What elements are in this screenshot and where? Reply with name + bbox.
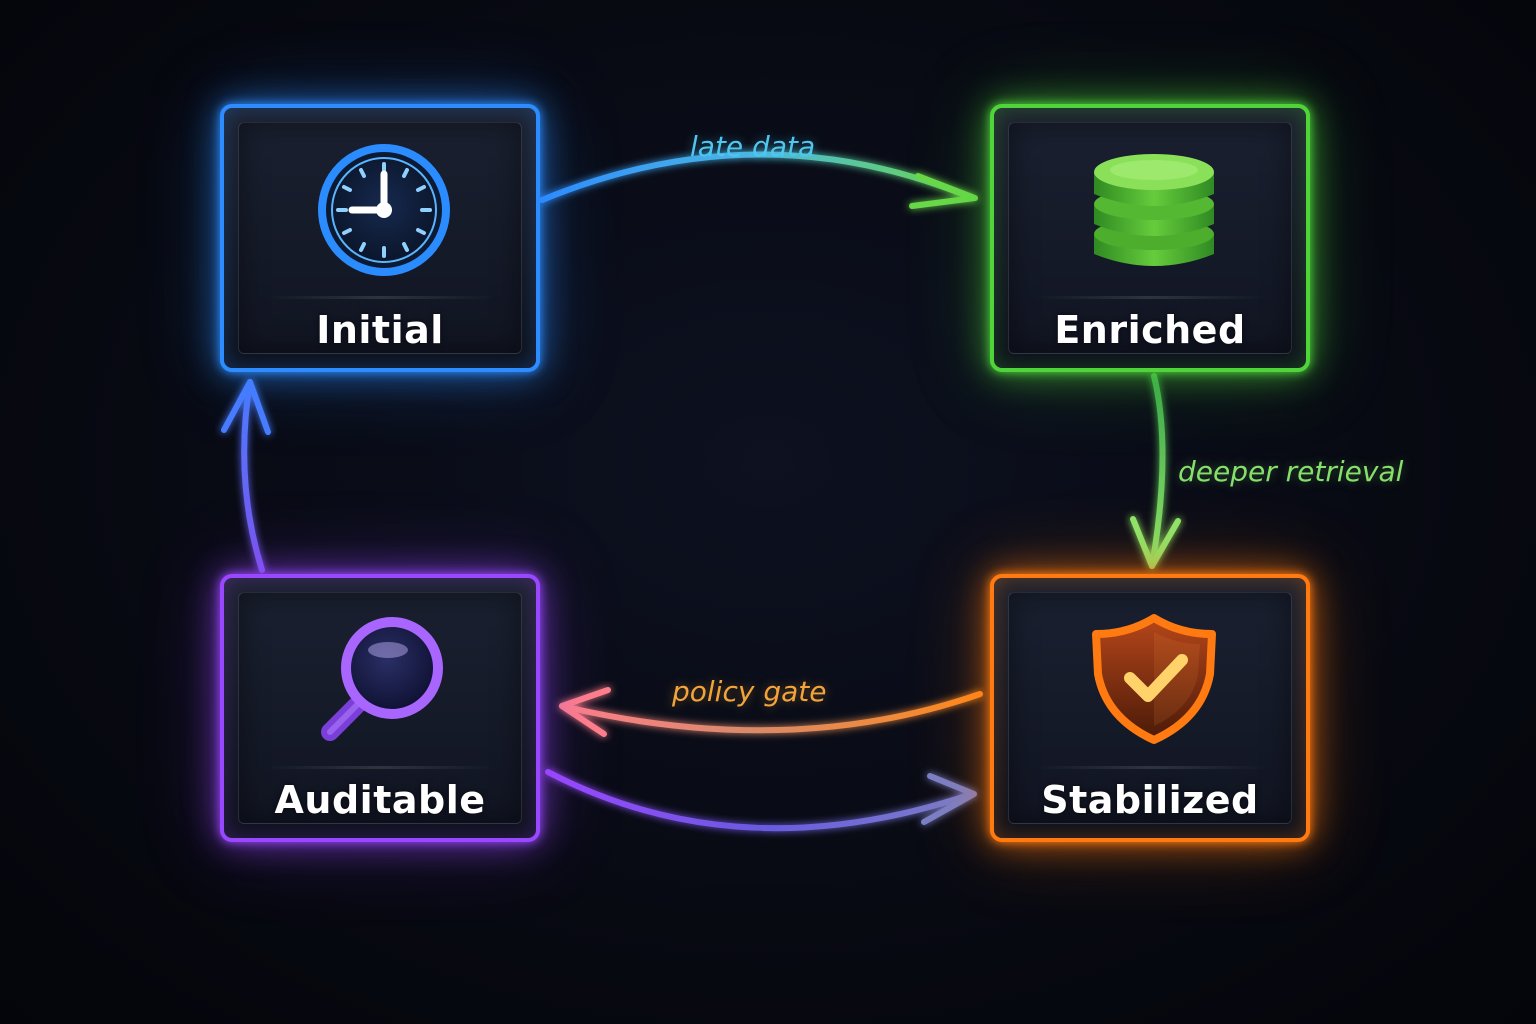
node-label: Enriched — [1054, 308, 1246, 352]
edge-label-deeper-retrieval: deeper retrieval — [1178, 455, 1404, 488]
node-divider — [1034, 296, 1266, 299]
node-label: Stabilized — [1041, 778, 1259, 822]
node-label: Initial — [316, 308, 444, 352]
edge-label-policy-gate: policy gate — [672, 675, 827, 708]
node-auditable[interactable]: Auditable — [220, 574, 540, 842]
edge-policy-gate — [559, 687, 983, 737]
node-divider — [264, 766, 496, 769]
magnifying-glass-icon — [321, 617, 443, 741]
edge-auditable-to-initial — [221, 379, 271, 573]
shield-check-icon — [1092, 614, 1216, 744]
edge-auditable-to-stabilized — [545, 769, 977, 832]
edge-late-data — [539, 151, 978, 209]
node-initial[interactable]: Initial — [220, 104, 540, 372]
edge-deeper-retrieval — [1130, 373, 1181, 569]
database-icon — [1094, 154, 1214, 266]
clock-icon — [318, 144, 450, 276]
edge-label-late-data: late data — [690, 130, 816, 163]
node-divider — [1034, 766, 1266, 769]
node-enriched[interactable]: Enriched — [990, 104, 1310, 372]
node-label: Auditable — [274, 778, 486, 822]
node-stabilized[interactable]: Stabilized — [990, 574, 1310, 842]
node-divider — [264, 296, 496, 299]
